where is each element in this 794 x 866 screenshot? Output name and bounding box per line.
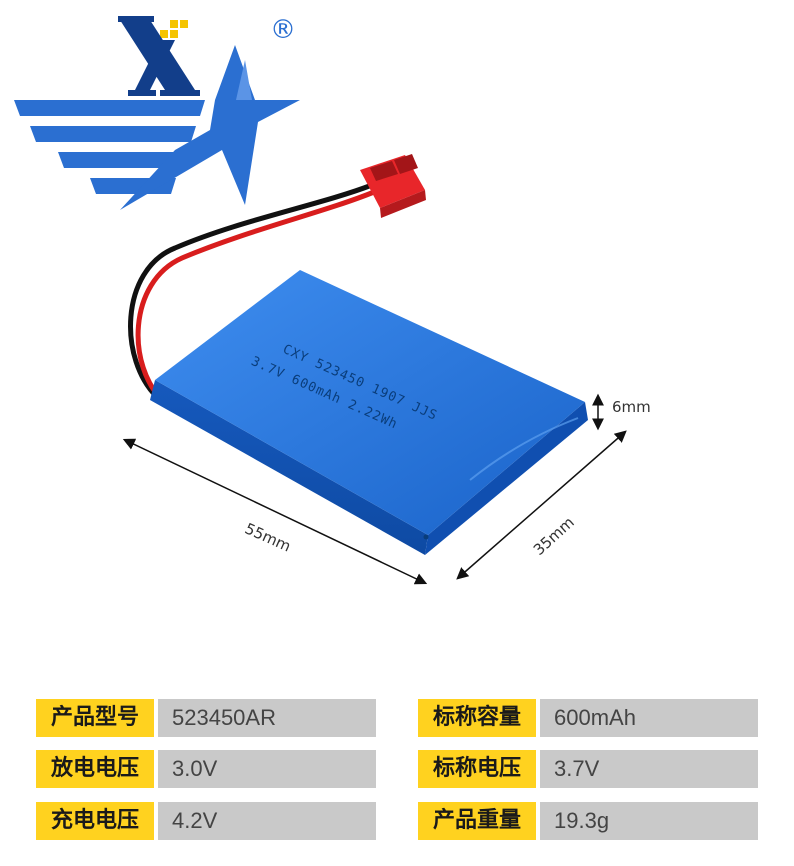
star-icon [14, 45, 300, 210]
spec-row: 充电电压 4.2V 产品重量 19.3g [36, 802, 758, 840]
spec-label-discharge-voltage: 放电电压 [36, 750, 154, 788]
battery-wires [128, 182, 375, 404]
product-figure: ® CXY 523450 1907 JJS 3.7V 600mAh 2.22Wh… [14, 15, 651, 585]
spec-label-model: 产品型号 [36, 699, 154, 737]
spec-value-discharge-voltage: 3.0V [158, 750, 376, 788]
spec-value-charge-voltage: 4.2V [158, 802, 376, 840]
spec-label-nominal-voltage: 标称电压 [418, 750, 536, 788]
star-x-logo: ® [14, 15, 300, 210]
registered-mark: ® [270, 15, 296, 45]
length-label: 55mm [242, 520, 293, 556]
spec-value-model: 523450AR [158, 699, 376, 737]
spec-value-nominal-voltage: 3.7V [540, 750, 758, 788]
thickness-label: 6mm [612, 398, 651, 416]
battery-pack: CXY 523450 1907 JJS 3.7V 600mAh 2.22Wh [150, 270, 588, 555]
spec-label-product-weight: 产品重量 [418, 802, 536, 840]
width-label: 35mm [530, 513, 578, 559]
spec-label-nominal-capacity: 标称容量 [418, 699, 536, 737]
spec-row: 放电电压 3.0V 标称电压 3.7V [36, 750, 758, 788]
dimension-thickness: 6mm [592, 393, 651, 431]
spec-value-nominal-capacity: 600mAh [540, 699, 758, 737]
battery-connector [360, 154, 426, 218]
spec-label-charge-voltage: 充电电压 [36, 802, 154, 840]
spec-value-product-weight: 19.3g [540, 802, 758, 840]
x-letter-icon [118, 16, 200, 96]
spec-row: 产品型号 523450AR 标称容量 600mAh [36, 699, 758, 737]
